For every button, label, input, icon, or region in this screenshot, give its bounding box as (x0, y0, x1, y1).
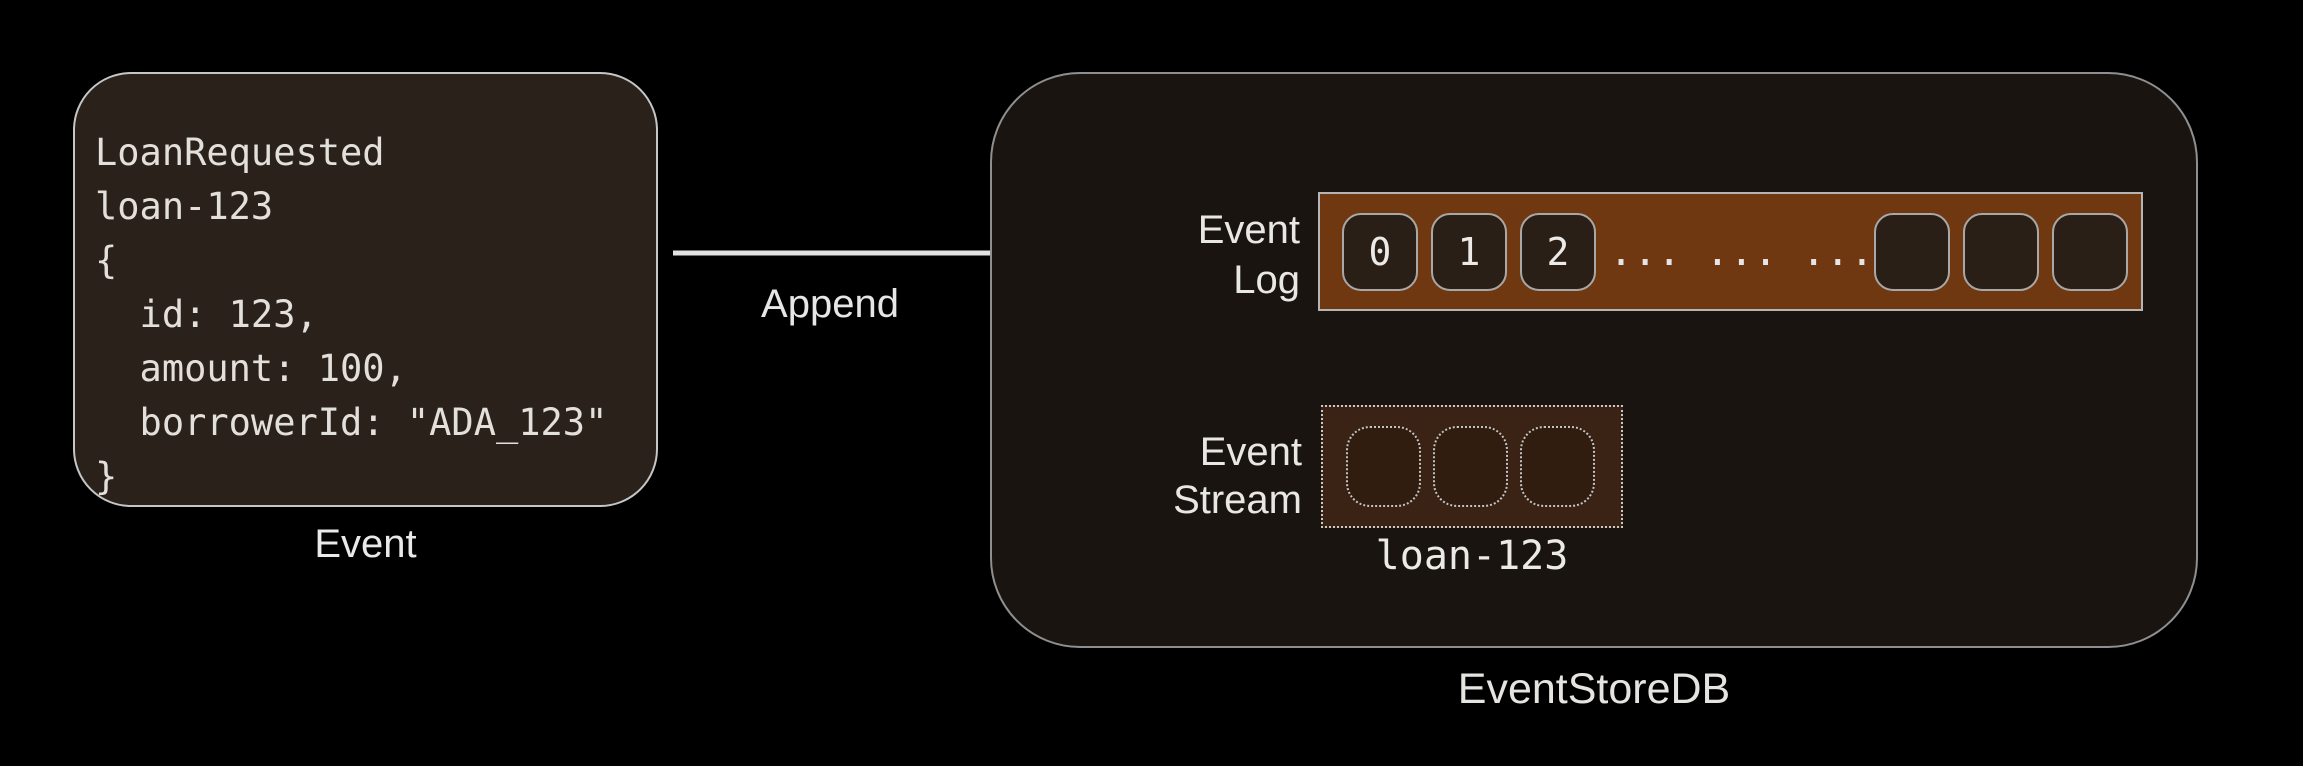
eventstoredb-container (990, 72, 2198, 648)
event-log-label-line2: Log (1233, 258, 1300, 302)
log-cell-0: 0 (1342, 212, 1418, 291)
event-log-label-line1: Event (1197, 208, 1300, 252)
log-ellipsis: ... ... ... (1609, 228, 1874, 275)
stream-cell-empty (1520, 426, 1595, 507)
event-card: LoanRequested loan-123 { id: 123, amount… (73, 72, 658, 507)
append-label: Append (761, 282, 899, 326)
event-stream-label-line2: Stream (1173, 478, 1302, 522)
event-code-block: LoanRequested loan-123 { id: 123, amount… (95, 131, 608, 498)
event-card-caption: Event (314, 522, 417, 566)
log-cell-empty (1963, 212, 2039, 291)
stream-cell-empty (1346, 426, 1421, 507)
event-stream-label: Event Stream (1102, 428, 1302, 524)
event-log-bar: 0 1 2 ... ... ... (1318, 192, 2143, 311)
stream-id-label: loan-123 (1375, 533, 1569, 579)
log-cell-empty (1874, 212, 1950, 291)
log-cell-2: 2 (1520, 212, 1596, 291)
event-stream-label-line1: Event (1199, 430, 1302, 474)
event-log-label: Event Log (1100, 205, 1300, 305)
eventstoredb-title: EventStoreDB (1457, 665, 1731, 713)
event-stream-box (1321, 405, 1623, 528)
stream-cell-empty (1433, 426, 1508, 507)
log-cell-empty (2052, 212, 2128, 291)
log-cell-1: 1 (1431, 212, 1507, 291)
